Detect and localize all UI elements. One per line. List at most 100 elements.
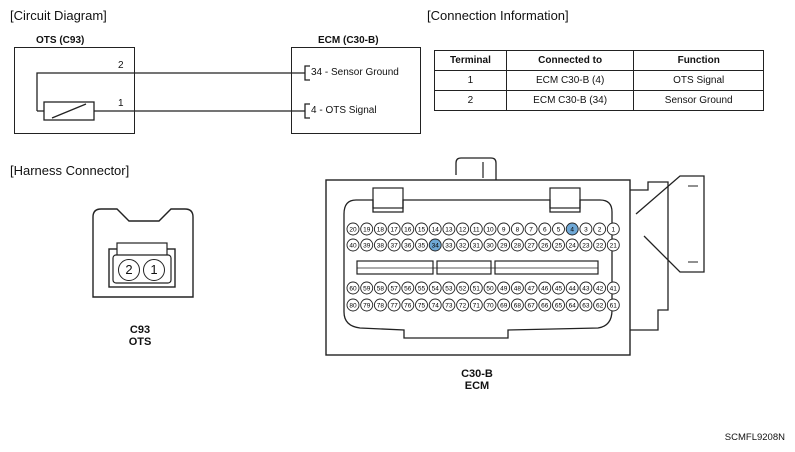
figure-reference: SCMFL9208N bbox=[724, 432, 785, 443]
ecm-pin-65 bbox=[552, 298, 565, 312]
c93-pin-1: 1 bbox=[143, 259, 165, 281]
ecm-pin-76 bbox=[401, 298, 415, 312]
ecm-pin-64 bbox=[565, 298, 579, 312]
ecm-box bbox=[291, 47, 421, 134]
ecm-pin-6 bbox=[538, 222, 552, 236]
ecm-pin-27 bbox=[524, 238, 538, 252]
ecm-pin-13 bbox=[442, 222, 456, 236]
connection-info-title: [Connection Information] bbox=[427, 8, 569, 23]
ecm-pin-label-7: 7 bbox=[529, 227, 533, 234]
ecm-pin-20 bbox=[346, 222, 360, 236]
ecm-pin-39 bbox=[360, 238, 374, 252]
ecm-caption: C30-B ECM bbox=[447, 368, 507, 392]
ecm-pin-61 bbox=[606, 298, 620, 312]
ecm-pin-label-23: 23 bbox=[582, 243, 590, 250]
c93-caption: C93 OTS bbox=[110, 324, 170, 348]
ecm-pin-label-14: 14 bbox=[432, 227, 440, 234]
ecm-pin-label-43: 43 bbox=[582, 286, 590, 293]
ecm-pin-5 bbox=[552, 222, 565, 236]
c93-caption-code: C93 bbox=[129, 324, 151, 336]
ecm-pin-label-21: 21 bbox=[610, 243, 618, 250]
ecm-pin-label-47: 47 bbox=[527, 286, 535, 293]
ecm-pin-23 bbox=[579, 238, 593, 252]
ecm-pin-80 bbox=[346, 298, 360, 312]
ecm-pin-label-17: 17 bbox=[390, 227, 398, 234]
ecm-pin-33 bbox=[442, 238, 456, 252]
ecm-pin-ots-signal: 4 - OTS Signal bbox=[311, 105, 377, 116]
ecm-pin-74 bbox=[428, 298, 442, 312]
ecm-pin-41 bbox=[606, 281, 620, 295]
ecm-pin-38 bbox=[373, 238, 387, 252]
ecm-pin-label-28: 28 bbox=[514, 243, 522, 250]
ecm-pin-label-27: 27 bbox=[527, 243, 535, 250]
ecm-pin-label-40: 40 bbox=[349, 243, 357, 250]
circuit-diagram-title: [Circuit Diagram] bbox=[10, 8, 107, 23]
ecm-pin-label-31: 31 bbox=[473, 243, 481, 250]
ecm-pin-label-24: 24 bbox=[569, 243, 577, 250]
ecm-pin-label-15: 15 bbox=[418, 227, 426, 234]
ecm-pin-59 bbox=[360, 281, 374, 295]
ecm-pin-50 bbox=[483, 281, 497, 295]
ecm-pin-24 bbox=[565, 238, 579, 252]
ecm-pin-label-74: 74 bbox=[432, 303, 440, 310]
ecm-pin-label-66: 66 bbox=[541, 303, 549, 310]
ecm-pin-34-bracket bbox=[304, 65, 310, 81]
ecm-pin-11 bbox=[469, 222, 483, 236]
ecm-pin-label-25: 25 bbox=[555, 243, 563, 250]
ecm-pin-32 bbox=[456, 238, 470, 252]
ecm-pin-56 bbox=[401, 281, 415, 295]
ecm-pin-37 bbox=[387, 238, 401, 252]
ecm-pin-78 bbox=[373, 298, 387, 312]
ecm-pin-label-45: 45 bbox=[555, 286, 563, 293]
ecm-pin-label-39: 39 bbox=[363, 243, 371, 250]
ecm-pin-label-32: 32 bbox=[459, 243, 467, 250]
ecm-pin-label-77: 77 bbox=[390, 303, 398, 310]
ecm-pin-label-60: 60 bbox=[349, 286, 357, 293]
ecm-pin-29 bbox=[497, 238, 511, 252]
ecm-pin-46 bbox=[538, 281, 552, 295]
cell-function: Sensor Ground bbox=[633, 90, 764, 111]
ecm-pin-label-10: 10 bbox=[486, 227, 494, 234]
ecm-pin-label-80: 80 bbox=[349, 303, 357, 310]
connection-table: Terminal Connected to Function 1 ECM C30… bbox=[434, 50, 764, 111]
ecm-pin-53 bbox=[442, 281, 456, 295]
ecm-pin-label-4: 4 bbox=[570, 227, 574, 234]
harness-connector-title: [Harness Connector] bbox=[10, 163, 130, 178]
ecm-pin-label-72: 72 bbox=[459, 303, 467, 310]
ecm-pin-16 bbox=[401, 222, 415, 236]
ecm-pin-73 bbox=[442, 298, 456, 312]
ecm-pin-label-71: 71 bbox=[473, 303, 481, 310]
ecm-pin-63 bbox=[579, 298, 593, 312]
ecm-pin-label-63: 63 bbox=[582, 303, 590, 310]
ecm-pin-label-37: 37 bbox=[390, 243, 398, 250]
ecm-pin-label-53: 53 bbox=[445, 286, 453, 293]
ecm-pin-label-56: 56 bbox=[404, 286, 412, 293]
ecm-pin-22 bbox=[593, 238, 607, 252]
ecm-pin-71 bbox=[469, 298, 483, 312]
ecm-pin-34 bbox=[428, 238, 442, 252]
ecm-pin-label-41: 41 bbox=[610, 286, 618, 293]
ecm-pin-label-49: 49 bbox=[500, 286, 508, 293]
cell-terminal: 2 bbox=[434, 90, 507, 111]
ecm-pin-label-68: 68 bbox=[514, 303, 522, 310]
ecm-pin-label-5: 5 bbox=[557, 227, 561, 234]
ecm-pin-label-16: 16 bbox=[404, 227, 412, 234]
ecm-pin-47 bbox=[524, 281, 538, 295]
ecm-pin-label-18: 18 bbox=[377, 227, 385, 234]
ecm-pin-35 bbox=[415, 238, 428, 252]
ecm-pin-label-1: 1 bbox=[611, 227, 615, 234]
cell-connected-to: ECM C30-B (34) bbox=[505, 90, 635, 111]
ecm-pin-52 bbox=[456, 281, 470, 295]
ecm-pin-21 bbox=[606, 238, 620, 252]
ecm-pin-label-12: 12 bbox=[459, 227, 467, 234]
ecm-pin-label-35: 35 bbox=[418, 243, 426, 250]
ecm-pin-label-58: 58 bbox=[377, 286, 385, 293]
ecm-pin-60 bbox=[346, 281, 360, 295]
c93-caption-name: OTS bbox=[128, 336, 152, 348]
ecm-pin-4-bracket bbox=[304, 103, 310, 119]
table-row: 1 ECM C30-B (4) OTS Signal bbox=[434, 70, 764, 91]
ecm-pin-67 bbox=[524, 298, 538, 312]
ots-label: OTS (C93) bbox=[36, 35, 85, 46]
ecm-pin-25 bbox=[552, 238, 565, 252]
